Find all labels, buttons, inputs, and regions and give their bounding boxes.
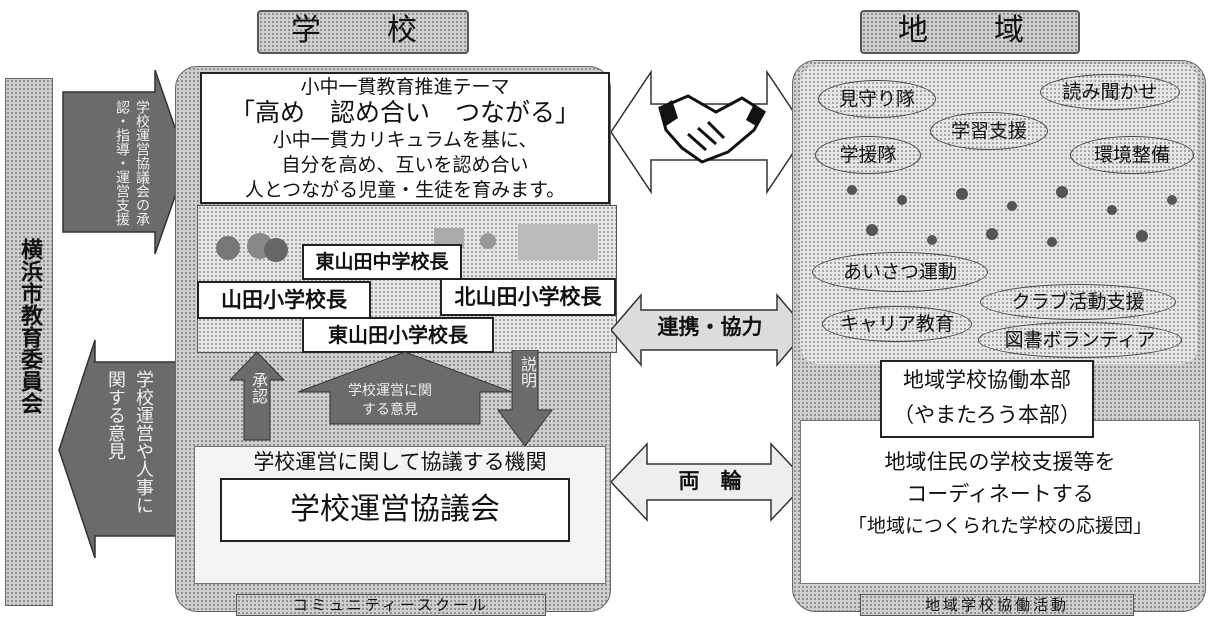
council-name: 学校運営協議会 xyxy=(220,478,570,542)
community-header: 地 域 xyxy=(860,10,1080,54)
arrow-opinion xyxy=(297,351,513,425)
school-photo-figures xyxy=(216,224,598,262)
activity-yomikikase: 読み聞かせ xyxy=(1040,74,1180,110)
hq-title-2: （やまたろう本部） xyxy=(893,403,1081,427)
tag-yamada-es: 山田小学校長 xyxy=(197,281,371,319)
wheels-label: 両 輪 xyxy=(678,469,742,493)
activity-aisatsu: あいさつ運動 xyxy=(812,252,988,292)
arrow-school-to-board-label: 学校運営や人事に関する意見 xyxy=(105,370,154,514)
theme-line-2: 自分を高め、互いを認め合い xyxy=(281,154,529,176)
tag-higashiyamada-es: 東山田小学校長 xyxy=(302,317,494,353)
community-photo-figures xyxy=(847,185,1177,247)
activity-club: クラブ活動支援 xyxy=(980,284,1176,320)
hq-title-1: 地域学校協働本部 xyxy=(903,368,1071,392)
community-activity-label: 地域学校協働活動 xyxy=(860,594,1134,616)
hq-line-2: コーディネートする xyxy=(906,482,1094,506)
hq-line-1: 地域住民の学校支援等を xyxy=(884,450,1116,474)
school-header: 学 校 xyxy=(257,10,469,54)
board-arrows xyxy=(58,70,188,559)
activity-library: 図書ボランティア xyxy=(978,322,1182,358)
activity-gakuentai: 学援隊 xyxy=(815,136,921,174)
activity-kankyo-seibi: 環境整備 xyxy=(1070,136,1194,174)
board-of-education-label: 横浜市教育委員会 xyxy=(17,238,42,414)
cooperation-label: 連携・協力 xyxy=(657,315,763,339)
activity-career: キャリア教育 xyxy=(822,306,972,342)
arrow-board-to-school-label: 学校運営協議会の承認・指導・運営支援 xyxy=(114,100,150,226)
arrow-school-to-board xyxy=(58,339,186,559)
activity-gakushu-shien: 学習支援 xyxy=(930,112,1048,150)
theme-line-3: 人とつながる児童・生徒を育みます。 xyxy=(244,179,566,201)
hq-area xyxy=(800,420,1200,584)
council-subtitle: 学校運営に関して協議する機関 xyxy=(253,450,547,474)
theme-line-1: 小中一貫カリキュラムを基に、 xyxy=(272,129,538,151)
arrow-board-to-school xyxy=(62,70,188,255)
arrow-approval xyxy=(230,351,286,441)
handshake-icon xyxy=(658,94,766,164)
school-inner-arrows xyxy=(230,350,553,447)
hq-line-3: 「地域につくられた学校の応援団」 xyxy=(847,515,1152,537)
arrow-explanation xyxy=(497,350,553,447)
theme-slogan: 「高め 認め合い つながる」 xyxy=(229,98,580,127)
activity-mimamori: 見守り隊 xyxy=(818,80,936,118)
arrow-opinion-label: 学校運営に関する意見 xyxy=(348,383,432,418)
arrow-explanation-label: 説明 xyxy=(518,356,537,388)
arrow-approval-label: 承認 xyxy=(249,372,268,404)
tag-kitayamada-es: 北山田小学校長 xyxy=(440,278,616,316)
tag-higashiyamada-jhs: 東山田中学校長 xyxy=(302,244,462,280)
hq-description: 地域住民の学校支援等を コーディネートする 「地域につくられた学校の応援団」 xyxy=(800,446,1200,542)
board-of-education-box xyxy=(5,78,53,606)
community-school-label: コミュニティースクール xyxy=(236,594,546,616)
theme-box: 小中一貫教育推進テーマ 「高め 認め合い つながる」 小中一貫カリキュラムを基に… xyxy=(200,72,610,204)
theme-heading: 小中一貫教育推進テーマ xyxy=(300,76,510,98)
hq-title-box: 地域学校協働本部 （やまたろう本部） xyxy=(880,360,1094,438)
